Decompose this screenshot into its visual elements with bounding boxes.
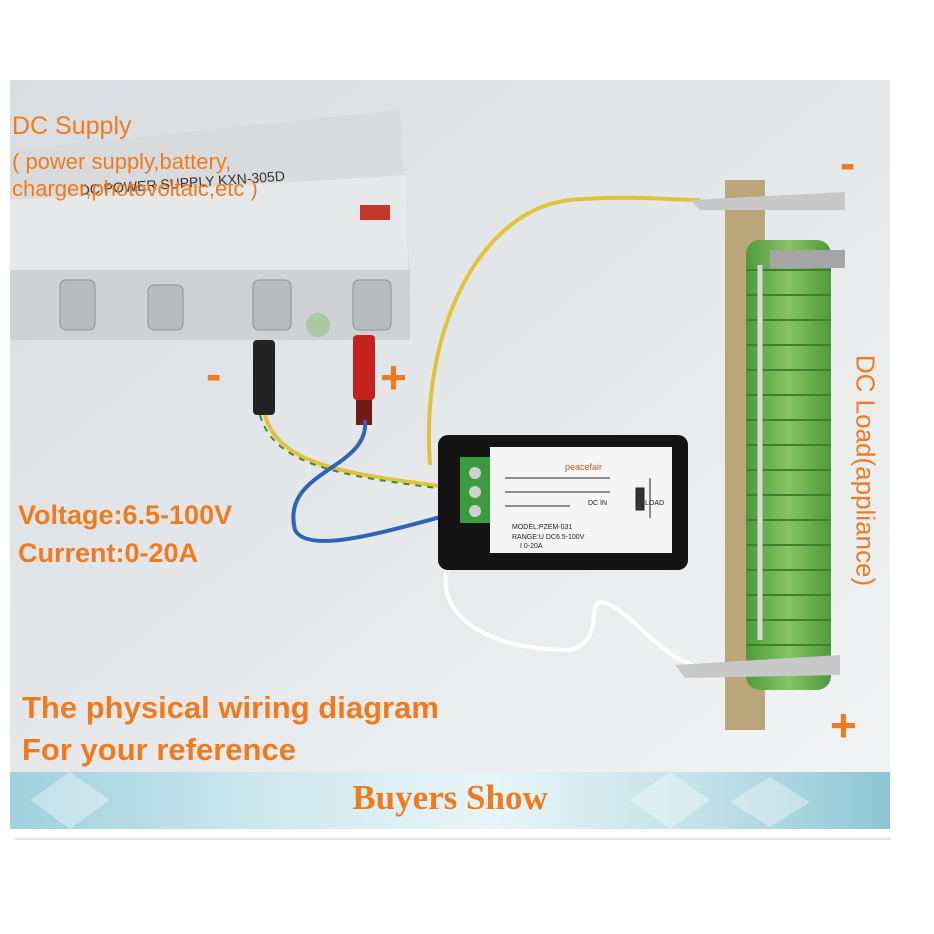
- load-plus-sign: +: [830, 699, 857, 751]
- meter-range-current: I 0-20A: [520, 543, 543, 550]
- divider: [15, 838, 890, 840]
- power-supply-unit: DC POWER SUPPLY KXN-305D: [10, 110, 410, 425]
- meter-brand: peacefair: [565, 462, 602, 472]
- meter-load: LOAD: [645, 500, 664, 507]
- wires: [259, 195, 711, 672]
- power-meter: peacefair DC IN LOAD MODEL:PZEM-031 RANG…: [438, 435, 688, 570]
- load-label: DC Load(appliance): [850, 354, 881, 587]
- buyers-show-banner: Buyers Show: [10, 772, 890, 829]
- voltage-spec: Voltage:6.5-100V: [18, 500, 233, 530]
- current-spec: Current:0-20A: [18, 538, 199, 568]
- reference-line-2: For your reference: [22, 732, 296, 767]
- reference-line-1: The physical wiring diagram: [22, 690, 439, 725]
- supply-plus-sign: +: [380, 351, 407, 403]
- meter-dc-in: DC IN: [588, 500, 607, 507]
- meter-range-voltage: RANGE:U DC6.5-100V: [512, 534, 585, 541]
- resistor-load: [675, 180, 845, 730]
- load-minus-sign: -: [840, 137, 856, 189]
- wiring-illustration: DC POWER SUPPLY KXN-305D: [10, 80, 890, 775]
- meter-model: MODEL:PZEM-031: [512, 524, 572, 531]
- supply-minus-sign: -: [206, 348, 222, 400]
- banner-title: Buyers Show: [352, 778, 548, 817]
- wiring-photo: DC POWER SUPPLY KXN-305D: [10, 80, 890, 775]
- supply-title: DC Supply: [12, 112, 132, 140]
- supply-description: ( power supply,battery, charger,photovol…: [12, 149, 258, 201]
